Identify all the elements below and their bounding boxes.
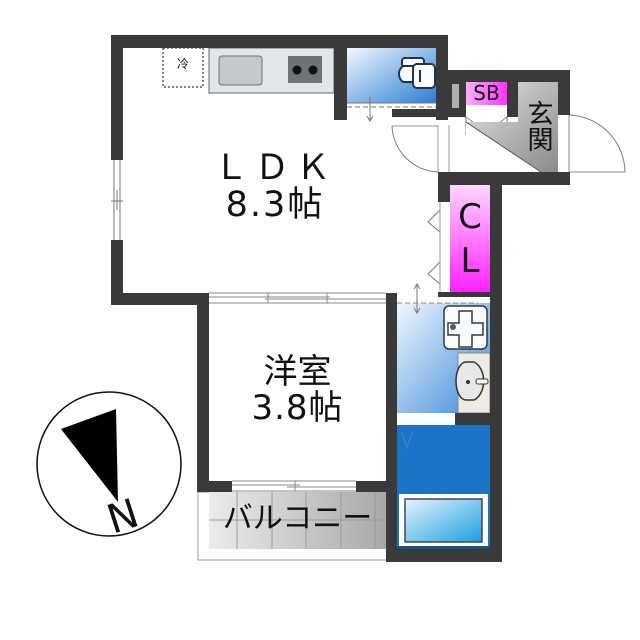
bathtub-icon — [404, 498, 483, 543]
closet-label: C L — [450, 195, 490, 283]
wall-entry-right — [558, 70, 570, 115]
wall-cl-left — [438, 172, 450, 202]
wall-cl-bottom — [438, 292, 502, 297]
wall-toilet-right — [436, 35, 448, 120]
wall-bedroom-bottom-right — [356, 481, 397, 492]
toilet-icon — [398, 57, 436, 89]
room-western-name: 洋室 — [263, 352, 332, 392]
compass — [36, 391, 182, 537]
wall-bedroom-left — [197, 293, 209, 492]
room-ldk-name: ＬＤＫ — [213, 148, 337, 188]
wall-entry-bottom — [438, 172, 570, 185]
shoe-box — [466, 82, 507, 105]
sb-vent — [452, 84, 459, 108]
room-western-label: 洋室 3.8帖 — [215, 352, 380, 428]
wall-toilet-bottom — [392, 109, 448, 117]
wall-wash-bath-divider — [455, 413, 490, 425]
entrance-floor — [466, 82, 558, 172]
refrigerator-label: 冷 — [176, 57, 189, 71]
wall-sb-right — [507, 82, 518, 117]
entrance-name: 玄関 — [523, 100, 553, 152]
wall-bedroom-right — [386, 293, 397, 562]
wall-bath-bottom — [386, 549, 502, 562]
wall-left-ldk-upper — [111, 35, 123, 160]
wall-cl-right — [490, 172, 502, 562]
closet-label-l: L — [460, 241, 480, 281]
wall-entry-top — [448, 70, 570, 82]
wash-basin-icon — [455, 352, 491, 414]
wall-top-ldk — [111, 35, 448, 48]
room-ldk-label: ＬＤＫ 8.3帖 — [190, 150, 360, 224]
wall-toilet-left — [334, 35, 347, 120]
closet-label-c: C — [458, 197, 482, 237]
room-western-size: 3.8帖 — [251, 387, 344, 428]
wall-left-ldk-lower — [111, 240, 123, 305]
shoe-box-label: SB — [473, 81, 500, 105]
washing-machine-icon — [443, 305, 488, 350]
room-ldk-size: 8.3帖 — [225, 184, 325, 225]
refrigerator-space — [162, 47, 204, 88]
balcony-label: バルコニー — [222, 501, 373, 536]
sink-icon — [218, 55, 263, 86]
closet — [450, 185, 490, 292]
wall-ldk-bottom-left — [111, 293, 209, 305]
wall-bedroom-bottom-left — [197, 481, 232, 492]
entrance-label: 玄関 — [520, 100, 556, 158]
